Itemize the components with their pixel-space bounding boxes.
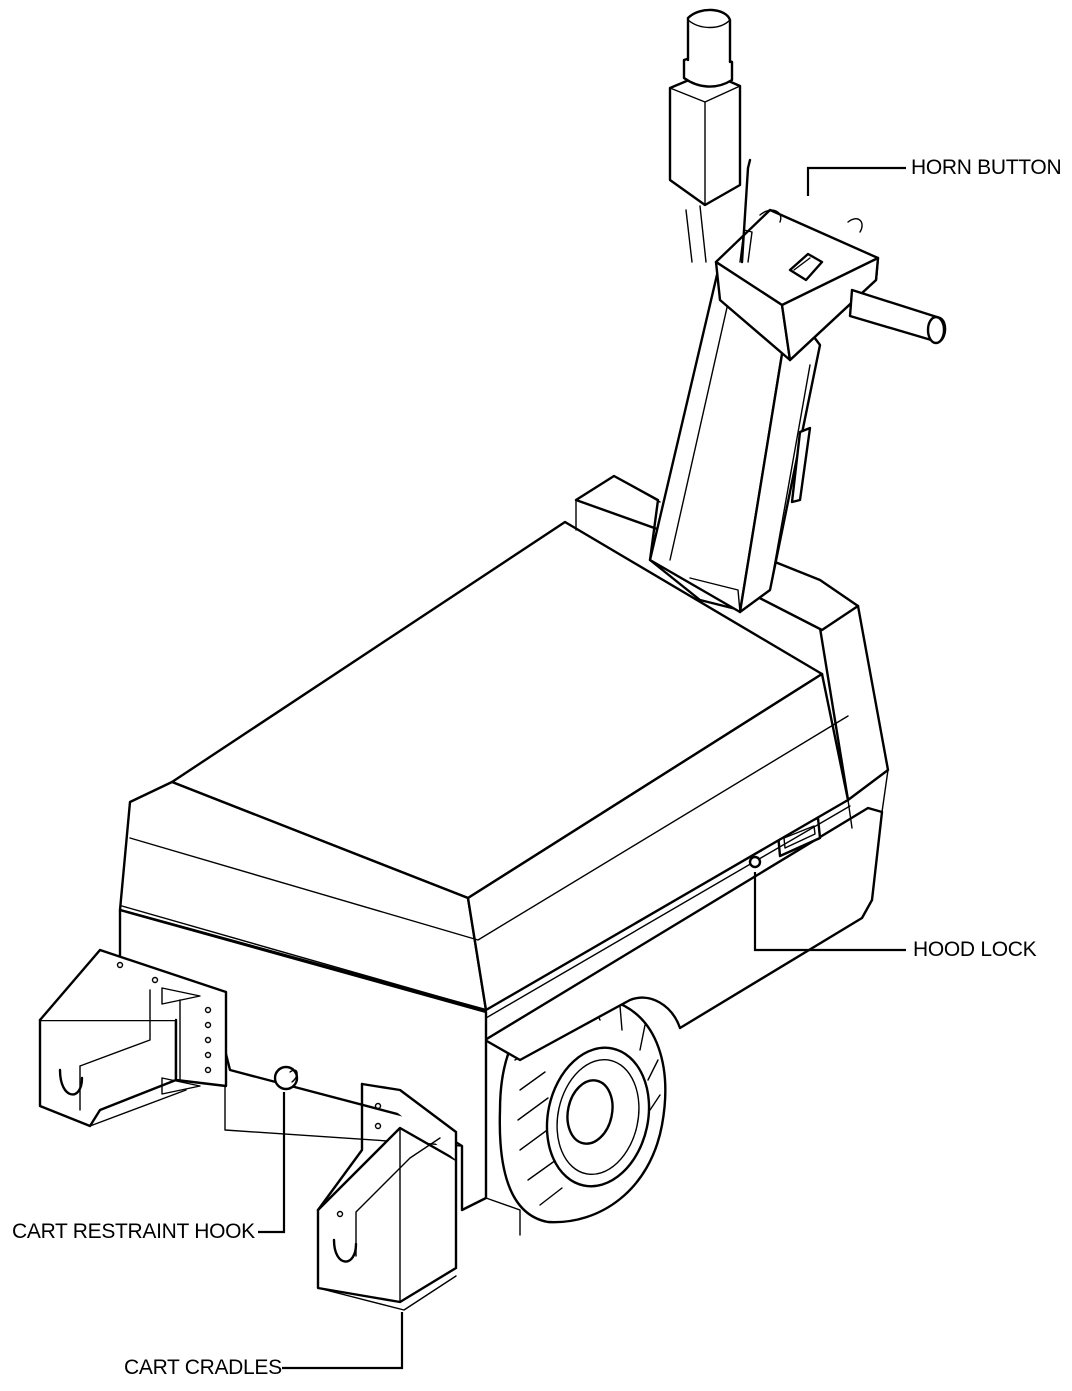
hood-lock [748,855,762,869]
leader-horn-button [806,166,906,196]
cart-cradle-right [316,1082,458,1311]
leader-cart-restraint-hook [258,1092,286,1234]
leader-hood-lock [753,872,906,952]
hood [118,474,860,1019]
cart-cradle-left [38,948,228,1128]
restraint-hook [273,1065,299,1091]
label-horn-button: HORN BUTTON [911,156,1062,179]
steering-column [648,260,822,614]
beacon-light [668,8,742,263]
control-head [714,158,947,362]
callout-leaders [258,166,906,1370]
leader-cart-cradles [282,1312,404,1370]
label-cart-cradles: CART CRADLES [124,1356,282,1379]
label-hood-lock: HOOD LOCK [913,938,1037,961]
drive-wheel [498,994,667,1224]
side-body-panel [483,604,890,1062]
horn-button [788,252,824,282]
label-cart-restraint-hook: CART RESTRAINT HOOK [12,1220,255,1243]
